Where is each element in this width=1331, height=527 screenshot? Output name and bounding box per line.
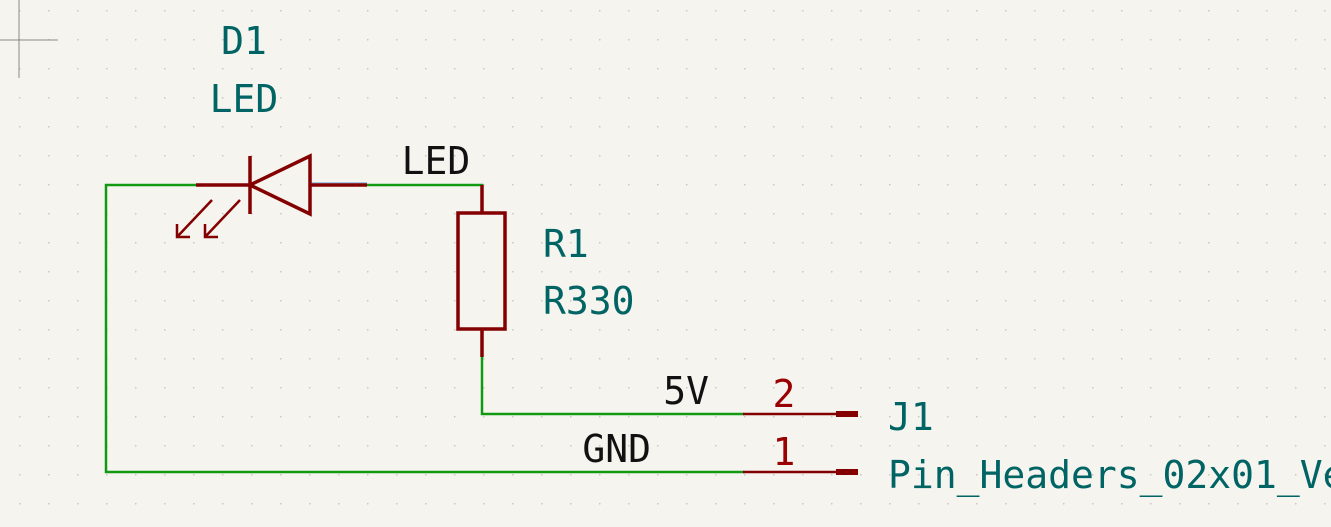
resistor-reference[interactable]: R1 (543, 222, 589, 266)
led-symbol-icon[interactable] (175, 153, 367, 239)
connector-value[interactable]: Pin_Headers_02x01_Vertical (888, 453, 1331, 498)
grid-dots (19, 10, 1326, 505)
connector-reference[interactable]: J1 (888, 395, 934, 439)
resistor-value[interactable]: R330 (543, 279, 635, 323)
crosshair-cursor-icon (0, 0, 58, 78)
connector-pin-2-number: 2 (773, 372, 796, 416)
led-reference[interactable]: D1 (221, 19, 267, 63)
connector-pin-1-number: 1 (773, 430, 796, 474)
net-label-gnd[interactable]: GND (582, 427, 651, 471)
wire-5v-net[interactable] (480, 329, 745, 416)
led-value[interactable]: LED (210, 77, 279, 121)
led-emission-arrows-icon (175, 199, 241, 239)
net-label-5v[interactable]: 5V (663, 369, 709, 413)
resistor-symbol-icon[interactable] (456, 185, 507, 357)
connector-symbol-icon[interactable] (743, 411, 858, 475)
wire-gnd-loop[interactable] (104, 183, 745, 474)
led-triangle (245, 153, 312, 217)
connector-pin-2-end (836, 411, 858, 417)
connector-pin-1-end (836, 469, 858, 475)
net-label-led[interactable]: LED (402, 139, 471, 183)
